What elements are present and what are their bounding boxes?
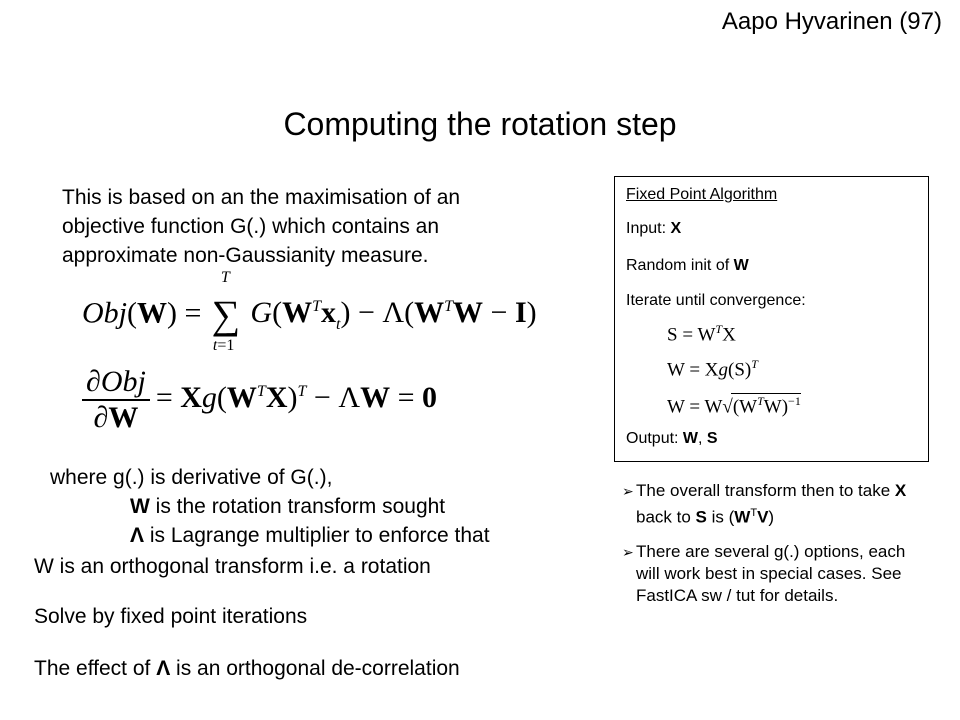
solve-text: Solve by fixed point iterations	[34, 605, 308, 628]
algorithm-init: Random init of W	[626, 257, 749, 275]
effect-lambda: Λ	[156, 657, 171, 680]
output-w: W	[682, 430, 699, 447]
output-separator: ,	[698, 430, 707, 447]
slide-title: Computing the rotation step	[283, 106, 677, 142]
algorithm-iterate: Iterate until convergence:	[626, 292, 806, 309]
init-label: Random init of	[626, 257, 734, 274]
update-s-equation: S = WTX	[667, 322, 736, 346]
note-transform: ➢ The overall transform then to take X b…	[622, 480, 932, 529]
effect-suffix: is an orthogonal de-correlation	[170, 657, 460, 680]
notes-list: ➢ The overall transform then to take X b…	[622, 480, 932, 619]
note1-s: S	[695, 507, 707, 527]
w-definition: W is the rotation transform sought	[130, 492, 445, 521]
note1-transpose: T	[750, 507, 758, 519]
output-label: Output:	[626, 430, 683, 447]
intro-line-3: approximate non-Gaussianity measure.	[62, 244, 429, 267]
note1-text-d: )	[768, 507, 775, 527]
where-text: where g(.) is derivative of G(.),	[50, 466, 333, 489]
init-value: W	[733, 257, 749, 274]
intro-line-2: objective function G(.) which contains a…	[62, 215, 440, 238]
algorithm-box: Fixed Point Algorithm Input: X Random in…	[614, 176, 929, 462]
effect-prefix: The effect of	[34, 657, 157, 680]
w-description: is the rotation transform sought	[149, 495, 446, 518]
orthogonal-text: W is an orthogonal transform i.e. a rota…	[34, 555, 431, 578]
w-symbol: W	[130, 495, 150, 518]
algorithm-input: Input: X	[626, 220, 681, 238]
note1-text-b: back to	[636, 507, 696, 527]
note1-x: X	[894, 481, 907, 500]
sum-symbol: T∑t=1	[211, 269, 241, 354]
author-credit: Aapo Hyvarinen (97)	[721, 8, 942, 35]
lambda-symbol: Λ	[130, 524, 145, 547]
output-s: S	[706, 430, 718, 447]
partial-fraction: ∂Obj∂W	[82, 365, 150, 435]
note1-w: W	[734, 507, 751, 527]
note-options: ➢ There are several g(.) options, each w…	[622, 541, 932, 607]
algorithm-heading: Fixed Point Algorithm	[626, 186, 778, 203]
algorithm-output: Output: W, S	[626, 430, 718, 448]
note1-text-c: is (	[706, 507, 735, 527]
gradient-equation: ∂Obj∂W= Xg(WTX)T − ΛW = 0	[82, 365, 437, 435]
lambda-definition: Λ is Lagrange multiplier to enforce that	[130, 521, 490, 550]
update-w-equation: W = Xg(S)T	[667, 357, 758, 381]
arrow-bullet-icon: ➢	[622, 483, 634, 499]
note2-text: There are several g(.) options, each wil…	[636, 541, 906, 605]
intro-paragraph: This is based on an the maximisation of …	[62, 183, 562, 270]
effect-text: The effect of Λ is an orthogonal de-corr…	[34, 657, 460, 681]
input-label: Input:	[626, 220, 671, 237]
note1-v: V	[757, 507, 769, 527]
note1-text-a: The overall transform then to take	[636, 481, 895, 500]
arrow-bullet-icon: ➢	[622, 543, 634, 560]
intro-line-1: This is based on an the maximisation of …	[62, 186, 461, 209]
orthonormalize-equation: W = W√(WTW)−1	[667, 393, 801, 418]
lambda-description: is Lagrange multiplier to enforce that	[144, 524, 490, 547]
objective-equation: Obj(W) = T∑t=1 G(WTxt) − Λ(WTW − I)	[82, 269, 537, 354]
input-value: X	[670, 220, 682, 237]
